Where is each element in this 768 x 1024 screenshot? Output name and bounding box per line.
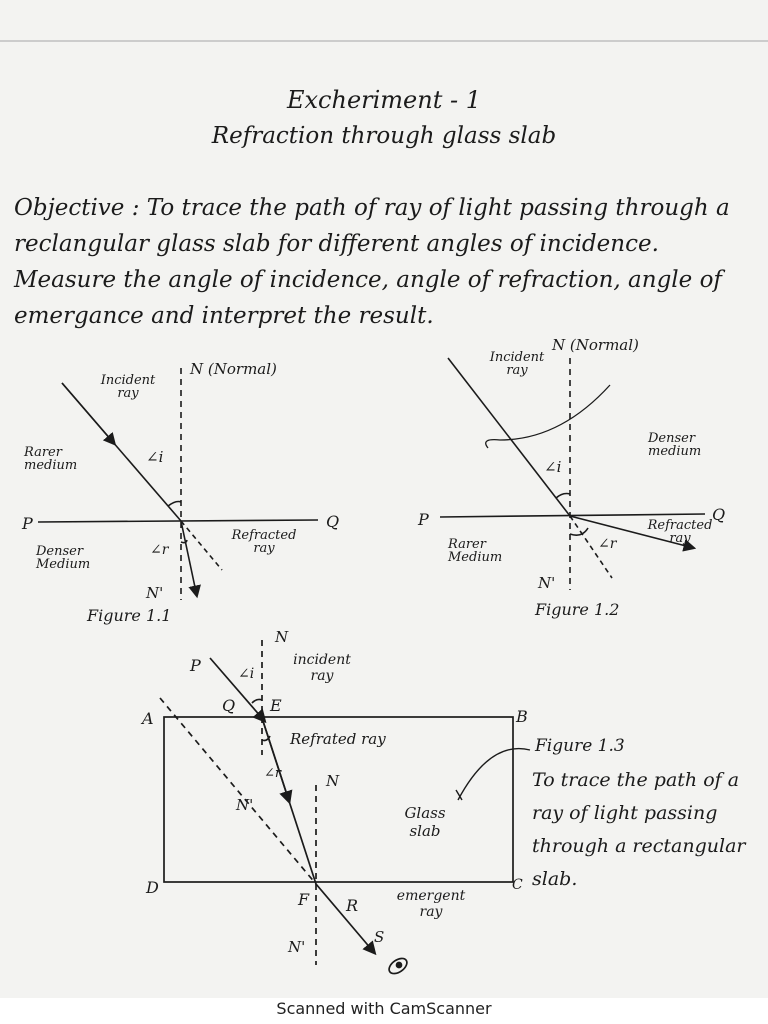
fig2-refracted-ray xyxy=(569,515,697,552)
fig3-description: To trace the path of a ray of light pass… xyxy=(532,769,746,890)
objective-paragraph: Objective : To trace the path of ray of … xyxy=(14,190,762,334)
fig3-n-top-label: N xyxy=(275,628,289,646)
objective-label: Objective : xyxy=(14,195,140,221)
fig3-f-label: F xyxy=(298,890,310,909)
fig3-n-inner-label: N xyxy=(326,772,340,790)
fig1-incident-ray-label: Incident ray xyxy=(100,373,156,401)
fig2-stray-pen-mark xyxy=(485,384,611,449)
fig2-angle-i-label: ∠i xyxy=(544,458,562,476)
fig1-caption: Figure 1.1 xyxy=(87,606,172,625)
objective-text: To trace the path of ray of light passin… xyxy=(14,195,730,329)
fig1-extension-line xyxy=(180,520,223,571)
fig3-n-prime-bottom-label: N' xyxy=(288,938,306,956)
fig3-pointer-stroke xyxy=(455,747,531,801)
scanner-watermark: Scanned with CamScanner xyxy=(0,998,768,1024)
fig1-n-prime-label: N' xyxy=(146,584,164,602)
fig2-interface-line xyxy=(439,513,706,518)
fig1-angle-r-arc xyxy=(180,539,188,544)
fig2-extension-line xyxy=(569,515,613,579)
fig1-q-label: Q xyxy=(326,512,340,531)
fig3-e-label: E xyxy=(270,696,282,715)
fig3-angle-i-label: ∠i xyxy=(238,666,255,682)
fig2-caption: Figure 1.2 xyxy=(535,600,620,619)
fig2-angle-i-arc xyxy=(555,492,571,499)
fig1-angle-i-arc xyxy=(167,500,182,507)
fig3-refracted-ray-label: Refrated ray xyxy=(290,730,386,748)
fig3-angle-i-arc xyxy=(251,698,263,704)
fig2-q-label: Q xyxy=(712,505,726,524)
fig1-p-label: P xyxy=(22,514,33,533)
fig3-glass-slab-label: Glass slab xyxy=(404,804,446,840)
fig2-n-prime-label: N' xyxy=(538,574,556,592)
notebook-top-edge xyxy=(0,40,768,42)
fig3-emergent-ray xyxy=(315,883,377,956)
fig3-s-label: S xyxy=(374,928,385,946)
fig3-refracted-arrow xyxy=(261,717,293,805)
fig3-b-label: B xyxy=(516,707,528,726)
figure-1-3-diagram xyxy=(159,640,531,975)
figure-1-2-diagram xyxy=(439,357,706,590)
fig1-normal-label: N (Normal) xyxy=(190,360,277,378)
fig2-rarer-medium-label: Rarer Medium xyxy=(448,537,503,565)
fig3-p-label: P xyxy=(190,656,201,675)
fig1-refracted-ray-label: Refracted ray xyxy=(231,528,297,556)
fig2-angle-r-label: ∠r xyxy=(598,536,617,552)
page-subtitle: Refraction through glass slab xyxy=(211,123,557,149)
fig3-n-prime-inner-label: N' xyxy=(236,796,254,814)
fig2-incident-ray-label: Incident ray xyxy=(489,350,545,378)
fig3-incident-ray-label: incident ray xyxy=(293,652,351,684)
fig2-denser-medium-label: Denser medium xyxy=(648,431,702,459)
fig3-r-label: R xyxy=(346,896,359,915)
fig1-denser-medium-label: Denser Medium xyxy=(36,544,91,572)
page-title: Excheriment - 1 xyxy=(286,86,481,114)
eye-icon xyxy=(388,957,408,975)
fig2-angle-r-arc xyxy=(569,527,589,536)
fig3-c-label: C xyxy=(512,877,523,893)
fig3-d-label: D xyxy=(146,878,159,897)
fig3-emergent-ray-label: emergent ray xyxy=(396,888,466,920)
fig1-angle-i-label: ∠i xyxy=(146,448,164,466)
fig1-interface-line xyxy=(37,519,319,523)
fig2-normal-label: N (Normal) xyxy=(552,336,639,354)
fig2-incident-ray xyxy=(447,357,571,517)
fig2-p-label: P xyxy=(418,510,429,529)
fig1-refracted-ray xyxy=(180,520,201,599)
fig1-incident-ray-arrow xyxy=(61,382,117,446)
fig3-q-label: Q xyxy=(222,696,236,715)
figure-1-1-diagram xyxy=(37,368,319,600)
fig3-angle-r-label: ∠r xyxy=(264,766,282,781)
fig3-angle-r-arc xyxy=(261,735,271,742)
fig3-incident-ray xyxy=(209,657,267,724)
glass-slab-rectangle xyxy=(163,716,514,883)
fig2-refracted-ray-label: Refracted ray xyxy=(647,518,713,546)
fig3-dashed-extension xyxy=(159,697,317,885)
fig3-caption: Figure 1.3 xyxy=(535,736,625,756)
fig3-a-label: A xyxy=(142,709,154,728)
fig1-rarer-medium-label: Rarer medium xyxy=(24,445,78,473)
fig1-angle-r-label: ∠r xyxy=(150,542,169,558)
